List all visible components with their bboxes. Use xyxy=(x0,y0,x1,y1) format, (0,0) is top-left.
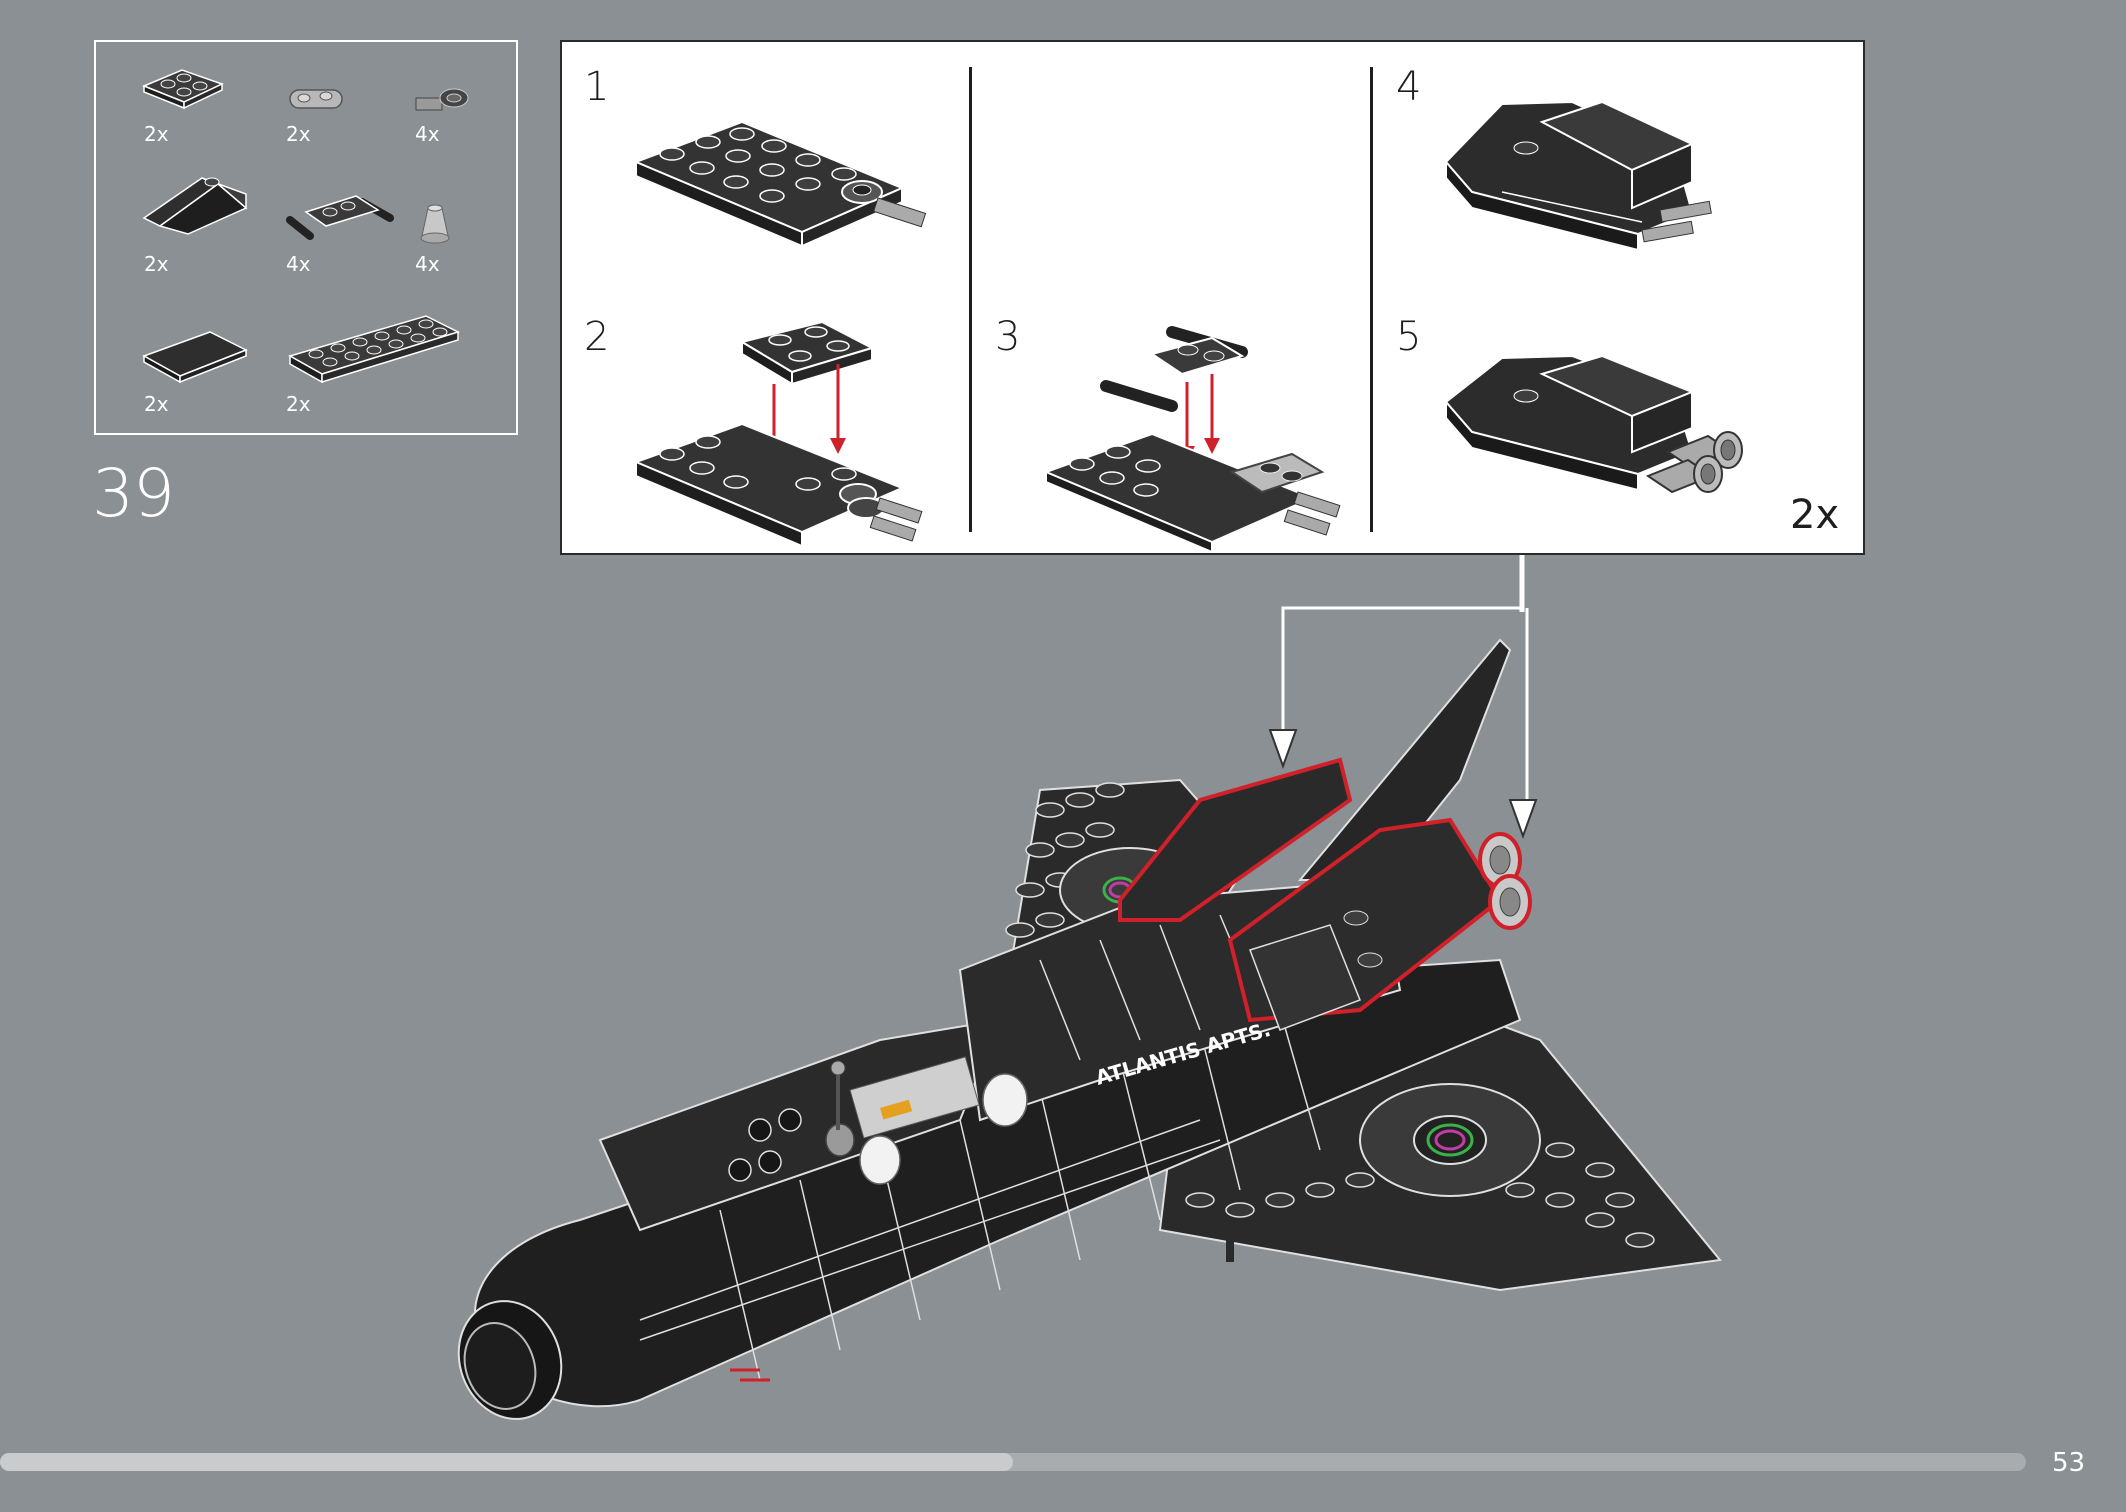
part-qty: 4x xyxy=(415,122,440,146)
substep-2-illustration xyxy=(633,320,923,548)
tile-2x4-icon xyxy=(142,331,248,384)
part-qty: 4x xyxy=(415,252,440,276)
placement-arrow-icon xyxy=(1508,799,1538,839)
part-qty: 2x xyxy=(144,252,169,276)
slope-2x2-icon xyxy=(142,177,248,235)
substep-label-1: 1 xyxy=(584,64,610,110)
page-number: 53 xyxy=(2052,1448,2086,1478)
page-progress-fill xyxy=(0,1453,1013,1471)
substep-label-5: 5 xyxy=(1396,314,1422,360)
fuselage-panel-lines xyxy=(639,1009,1321,1381)
step-number: 39 xyxy=(92,455,175,532)
plate-bar-holder-icon xyxy=(286,195,394,240)
plate-2x6-icon xyxy=(288,315,461,384)
part-qty: 2x xyxy=(286,392,311,416)
callout-divider xyxy=(1370,67,1373,532)
cone-1x1-icon xyxy=(420,204,450,244)
page-progress-bar xyxy=(0,1453,2026,1471)
part-qty: 4x xyxy=(286,252,311,276)
substep-label-2: 2 xyxy=(584,314,610,360)
part-qty: 2x xyxy=(286,122,311,146)
placement-arrow-icon xyxy=(1268,729,1298,769)
part-qty: 2x xyxy=(144,392,169,416)
callout-divider xyxy=(969,67,972,532)
plate-clip-icon xyxy=(415,88,469,111)
engine-nozzles xyxy=(1478,832,1532,930)
substep-4-illustration xyxy=(1444,100,1712,252)
cockpit-windows xyxy=(728,1108,802,1182)
plate-2x2-icon xyxy=(142,69,224,110)
new-parts-highlight xyxy=(1118,757,1503,1031)
part-qty: 2x xyxy=(144,122,169,146)
substep-5-illustration xyxy=(1444,354,1743,494)
parts-list-panel: 2x 2x 4x 2x 4x 4x 2x xyxy=(94,40,518,435)
substep-3-illustration xyxy=(1043,326,1341,552)
substep-label-4: 4 xyxy=(1396,64,1422,110)
cockpit-control-panel xyxy=(849,1056,980,1139)
substep-label-3: 3 xyxy=(995,314,1021,360)
plate-1x2-rounded-icon xyxy=(289,89,343,109)
substep-1-illustration xyxy=(633,120,927,248)
astronaut-figure xyxy=(982,1073,1028,1127)
callout-connector xyxy=(1281,555,1529,800)
subassembly-callout: 1 2 3 4 5 xyxy=(560,40,1865,555)
subassembly-multiplier: 2x xyxy=(1790,492,1840,538)
astronaut-figure xyxy=(859,1135,901,1185)
